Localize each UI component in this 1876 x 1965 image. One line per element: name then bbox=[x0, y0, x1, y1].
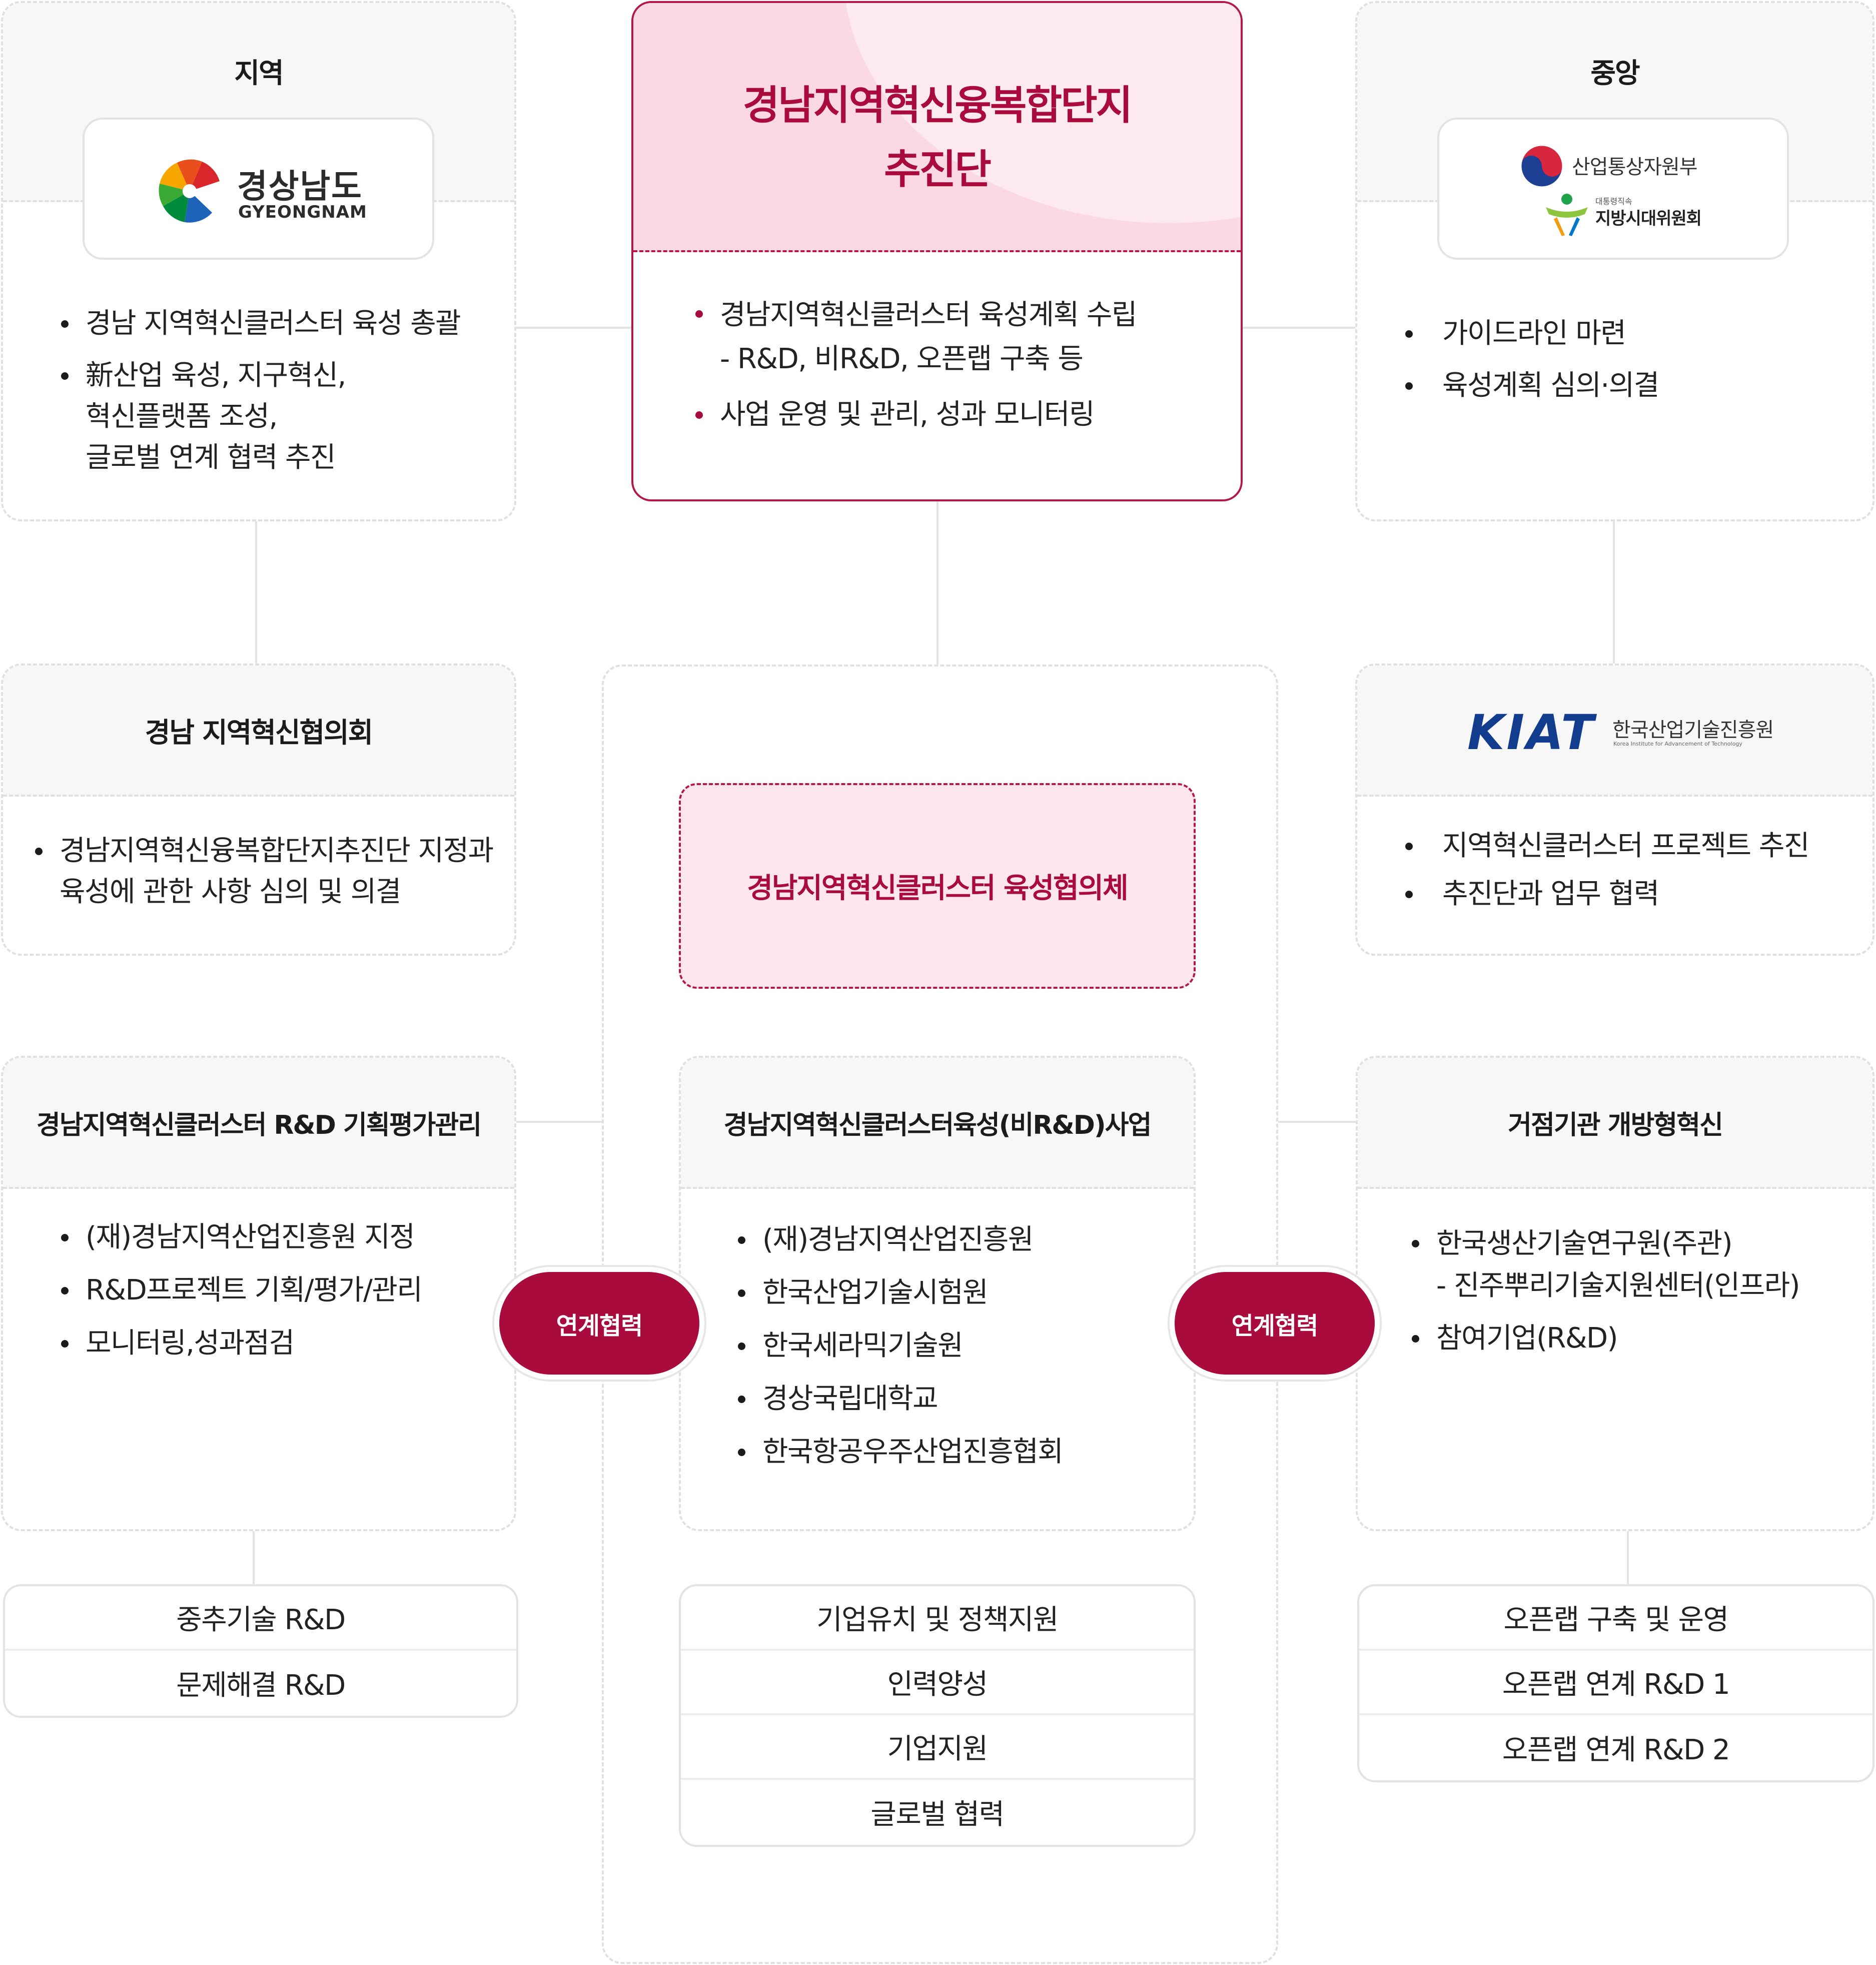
list-item: 한국항공우주산업진흥협회 bbox=[735, 1432, 1185, 1473]
link-pill-right: 연계협력 bbox=[1175, 1272, 1375, 1375]
list-item: 지역혁신클러스터 프로젝트 추진 bbox=[1402, 826, 1862, 867]
openlab-title: 거점기관 개방형혁신 bbox=[1358, 1058, 1872, 1189]
stack-item: 오픈랩 연계 R&D 2 bbox=[1502, 1734, 1730, 1766]
stack-item: 문제해결 R&D bbox=[176, 1669, 346, 1702]
list-item: (재)경남지역산업진흥원 지정 bbox=[58, 1217, 508, 1258]
openlab-card: 거점기관 개방형혁신 한국생산기술연구원(주관) - 진주뿌리기술지원센터(인프… bbox=[1356, 1056, 1874, 1531]
committee-small-label: 대통령직속 bbox=[1595, 197, 1632, 206]
connector-line bbox=[1627, 1530, 1629, 1584]
council-title: 경남 지역혁신협의회 bbox=[3, 666, 514, 797]
hq-header: 경남지역혁신융복합단지 추진단 bbox=[633, 3, 1241, 252]
list-item: 경남지역혁신클러스터 육성계획 수립 - R&D, 비R&D, 오픈랩 구축 등 bbox=[692, 293, 1223, 381]
kiat-logo-area bbox=[1357, 666, 1872, 797]
region-bullets: 경남 지역혁신클러스터 육성 총괄 新산업 육성, 지구혁신, 혁신플랫폼 조성… bbox=[58, 303, 508, 489]
link-pill-left: 연계협력 bbox=[499, 1272, 699, 1375]
committee-name: 지방시대위원회 bbox=[1595, 209, 1702, 229]
region-card: 지역 경남 지역혁신클러스터 육성 총괄 新산업 육성, 지구혁신, 혁신플랫폼… bbox=[1, 1, 516, 521]
list-item: 한국세라믹기술원 bbox=[735, 1326, 1185, 1367]
ministry-name: 산업통상자원부 bbox=[1572, 156, 1698, 179]
nonrnd-title: 경남지역혁신클러스터육성(비R&D)사업 bbox=[681, 1058, 1194, 1189]
list-item: 육성계획 심의·의결 bbox=[1402, 365, 1852, 406]
list-item: 가이드라인 마련 bbox=[1402, 313, 1852, 354]
connector-line bbox=[936, 500, 939, 666]
gyeongnam-logo-name: 경상남도 bbox=[237, 167, 363, 206]
rnd-stack: 중추기술 R&D 문제해결 R&D bbox=[3, 1584, 518, 1718]
rnd-bullets: (재)경남지역산업진흥원 지정 R&D프로젝트 기획/평가/관리 모니터링,성과… bbox=[58, 1217, 508, 1375]
rnd-card: 경남지역혁신클러스터 R&D 기획평가관리 (재)경남지역산업진흥원 지정 R&… bbox=[1, 1056, 516, 1531]
stack-item: 인력양성 bbox=[681, 1651, 1194, 1715]
stack-item: 기업유치 및 정책지원 bbox=[681, 1586, 1194, 1651]
consortium-title: 경남지역혁신클러스터 육성협의체 bbox=[747, 872, 1128, 905]
committee-emblem-icon bbox=[1546, 194, 1588, 236]
kiat-logo-name: 한국산업기술진흥원 bbox=[1612, 719, 1774, 742]
stack-item: 중추기술 R&D bbox=[5, 1586, 516, 1651]
connector-line bbox=[255, 520, 257, 664]
list-item: 한국산업기술시험원 bbox=[735, 1272, 1185, 1314]
list-item: 경상국립대학교 bbox=[735, 1379, 1185, 1420]
list-item: 추진단과 업무 협력 bbox=[1402, 874, 1862, 915]
list-item: 新산업 육성, 지구혁신, 혁신플랫폼 조성, 글로벌 연계 협력 추진 bbox=[58, 355, 508, 478]
kiat-logo-sub: Korea Institute for Advancement of Techn… bbox=[1613, 741, 1742, 747]
connector-line bbox=[253, 1530, 255, 1584]
connector-line bbox=[516, 327, 631, 329]
hq-title-line2: 추진단 bbox=[884, 146, 992, 193]
connector-line bbox=[1613, 520, 1615, 664]
list-item: 참여기업(R&D) bbox=[1409, 1318, 1869, 1359]
list-item: 한국생산기술연구원(주관) - 진주뿌리기술지원센터(인프라) bbox=[1409, 1223, 1869, 1307]
hq-title-line1: 경남지역혁신융복합단지 bbox=[742, 82, 1133, 129]
consortium-box: 경남지역혁신클러스터 육성협의체 bbox=[679, 783, 1196, 989]
central-logo: 산업통상자원부 대통령직속 지방시대위원회 bbox=[1437, 118, 1789, 260]
kiat-card: KIAT 한국산업기술진흥원 Korea Institute for Advan… bbox=[1355, 664, 1874, 956]
nonrnd-stack: 기업유치 및 정책지원 인력양성 기업지원 글로벌 협력 bbox=[679, 1584, 1196, 1847]
hq-card: 경남지역혁신융복합단지 추진단 경남지역혁신클러스터 육성계획 수립 - R&D… bbox=[631, 1, 1243, 501]
central-card: 중앙 가이드라인 마련 육성계획 심의·의결 bbox=[1355, 1, 1874, 521]
kiat-bullets: 지역혁신클러스터 프로젝트 추진 추진단과 업무 협력 bbox=[1402, 826, 1862, 926]
connector-line bbox=[1242, 327, 1355, 329]
council-card: 경남 지역혁신협의회 경남지역혁신융복합단지추진단 지정과 육성에 관한 사항 … bbox=[1, 664, 516, 956]
list-item: R&D프로젝트 기획/평가/관리 bbox=[58, 1270, 508, 1311]
list-item: 사업 운영 및 관리, 성과 모니터링 bbox=[692, 394, 1223, 435]
openlab-stack: 오픈랩 구축 및 운영 오픈랩 연계 R&D 1 오픈랩 연계 R&D 2 bbox=[1357, 1584, 1874, 1782]
stack-item: 글로벌 협력 bbox=[870, 1798, 1005, 1831]
gyeongnam-logo: 경상남도 GYEONGNAM bbox=[83, 118, 434, 260]
taegeuk-icon bbox=[1520, 144, 1564, 188]
rnd-title: 경남지역혁신클러스터 R&D 기획평가관리 bbox=[3, 1058, 514, 1189]
hq-bullets: 경남지역혁신클러스터 육성계획 수립 - R&D, 비R&D, 오픈랩 구축 등… bbox=[692, 293, 1223, 448]
nonrnd-bullets: (재)경남지역산업진흥원 한국산업기술시험원 한국세라믹기술원 경상국립대학교 … bbox=[735, 1219, 1185, 1484]
central-bullets: 가이드라인 마련 육성계획 심의·의결 bbox=[1402, 313, 1852, 417]
gyeongnam-emblem-icon bbox=[159, 159, 220, 223]
list-item: (재)경남지역산업진흥원 bbox=[735, 1219, 1185, 1260]
stack-item: 오픈랩 연계 R&D 1 bbox=[1359, 1651, 1872, 1715]
openlab-bullets: 한국생산기술연구원(주관) - 진주뿌리기술지원센터(인프라) 참여기업(R&D… bbox=[1409, 1223, 1869, 1370]
gyeongnam-logo-sub: GYEONGNAM bbox=[238, 202, 367, 222]
list-item: 경남 지역혁신클러스터 육성 총괄 bbox=[58, 303, 508, 344]
stack-item: 기업지원 bbox=[681, 1715, 1194, 1780]
connector-line bbox=[516, 1121, 679, 1123]
kiat-logo-mark: KIAT bbox=[1467, 705, 1596, 761]
stack-item: 오픈랩 구축 및 운영 bbox=[1359, 1586, 1872, 1651]
nonrnd-card: 경남지역혁신클러스터육성(비R&D)사업 (재)경남지역산업진흥원 한국산업기술… bbox=[679, 1056, 1196, 1531]
council-bullets: 경남지역혁신융복합단지추진단 지정과 육성에 관한 사항 심의 및 의결 bbox=[32, 831, 512, 924]
list-item: 모니터링,성과점검 bbox=[58, 1323, 508, 1364]
list-item: 경남지역혁신융복합단지추진단 지정과 육성에 관한 사항 심의 및 의결 bbox=[32, 831, 512, 913]
